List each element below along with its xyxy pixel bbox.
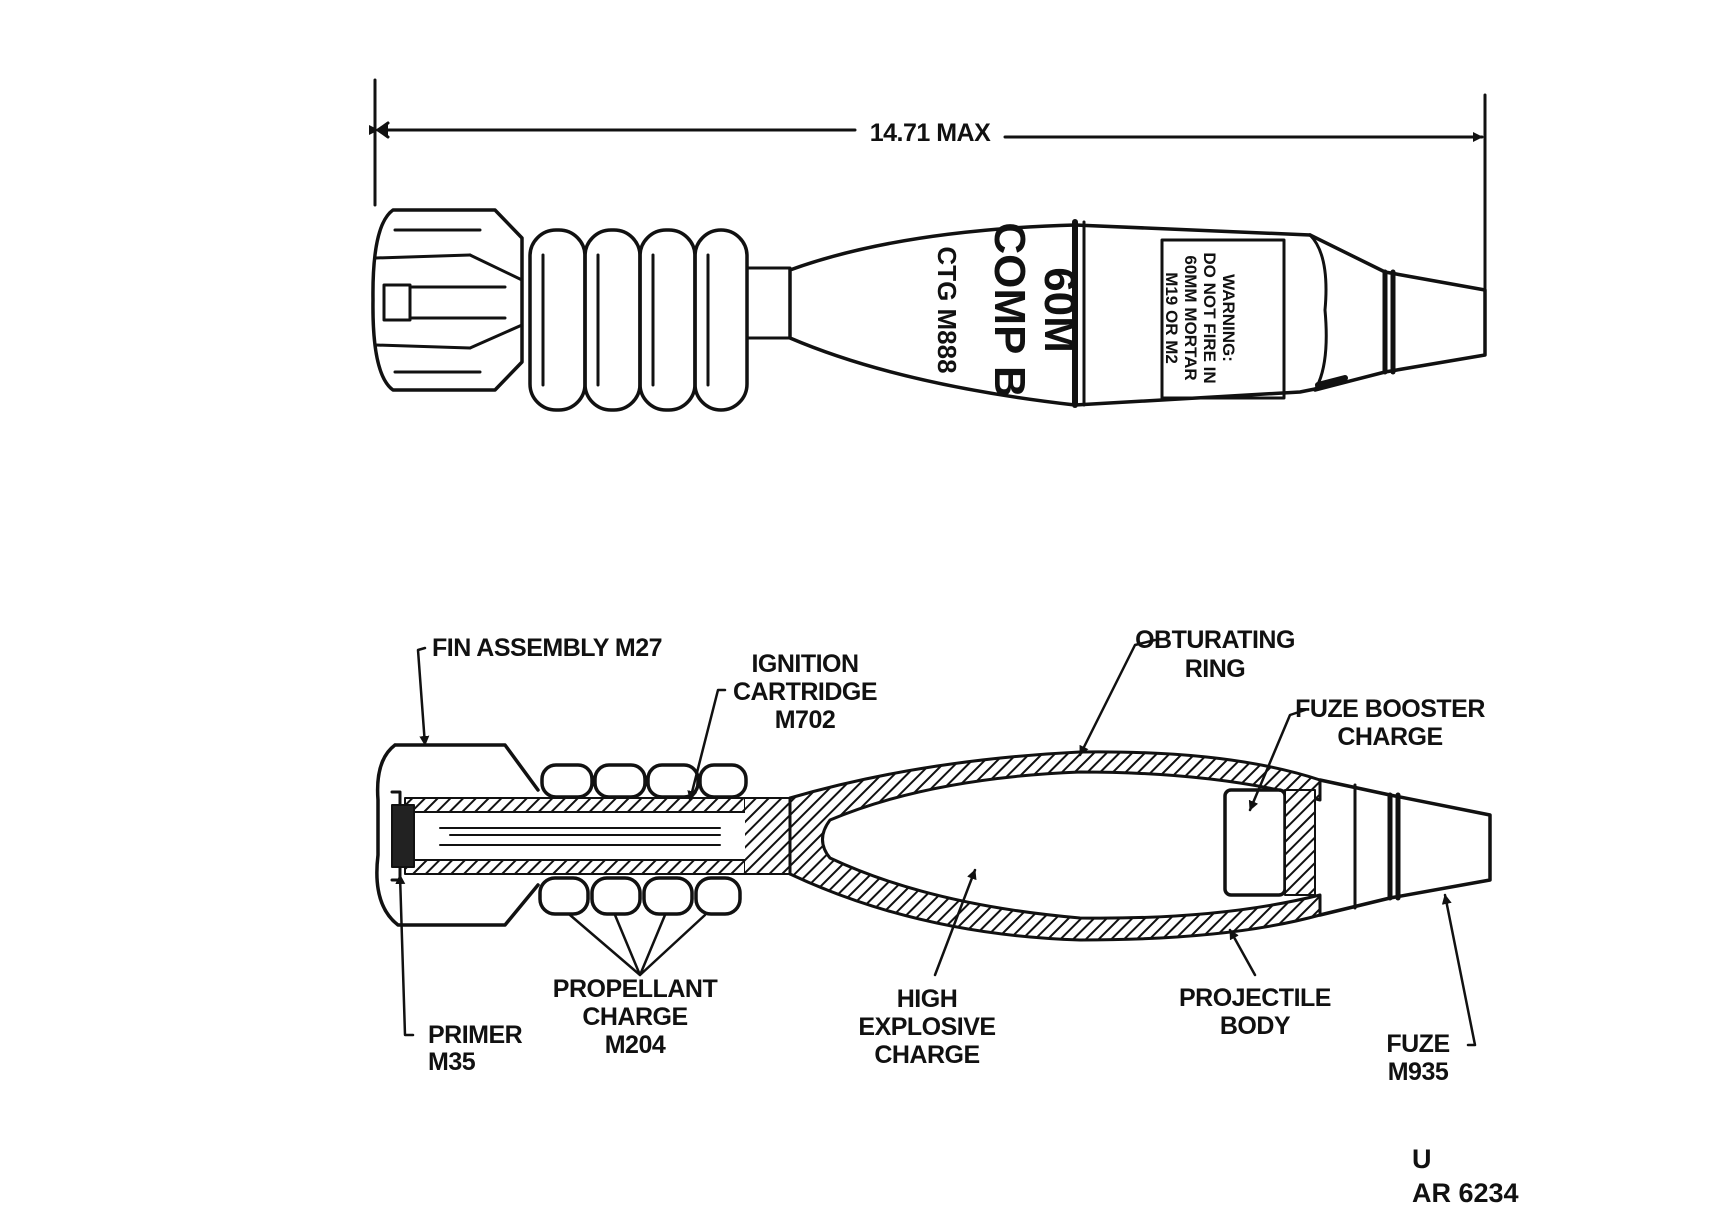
body-marking-caliber: 60M [1035, 267, 1084, 353]
tail-boom-external [745, 266, 792, 340]
dimension-line [369, 78, 1487, 292]
body-warning-box: WARNING: DO NOT FIRE IN 60MM MORTAR M19 … [1162, 252, 1238, 383]
svg-text:FUZE: FUZE [1386, 1030, 1449, 1058]
svg-text:WARNING:: WARNING: [1219, 274, 1238, 362]
cutaway-view [375, 743, 1492, 942]
label-ignition-cartridge: IGNITION CARTRIDGE M702 [733, 650, 878, 734]
body-marking-cartridge: CTG M888 [932, 246, 962, 373]
svg-text:CHARGE: CHARGE [1337, 723, 1442, 751]
leader-lines [395, 638, 1477, 1047]
fuze-booster-cutaway [1223, 788, 1316, 897]
svg-text:RING: RING [1185, 655, 1246, 683]
svg-text:CTG M888: CTG M888 [932, 246, 962, 373]
svg-text:M204: M204 [605, 1031, 666, 1059]
label-fin-assembly: FIN ASSEMBLY M27 [432, 634, 662, 662]
fuze-cutaway [1318, 778, 1492, 917]
svg-text:PROJECTILE: PROJECTILE [1179, 984, 1331, 1012]
svg-text:60M: 60M [1035, 267, 1084, 353]
svg-text:AR 6234: AR 6234 [1412, 1178, 1519, 1208]
svg-text:60MM MORTAR: 60MM MORTAR [1181, 255, 1200, 380]
svg-text:FUZE BOOSTER: FUZE BOOSTER [1295, 695, 1485, 723]
svg-text:PRIMER: PRIMER [428, 1021, 523, 1049]
projectile-body-cutaway [788, 750, 1322, 942]
body-marking-fill: COMP B [985, 222, 1034, 397]
label-high-explosive: HIGH EXPLOSIVE CHARGE [858, 985, 996, 1069]
svg-text:PROPELLANT: PROPELLANT [553, 975, 718, 1003]
fin-assembly-external [371, 208, 524, 392]
leader-projectile-body [1228, 928, 1257, 977]
propellant-rings-external [528, 228, 749, 412]
svg-text:M35: M35 [428, 1048, 476, 1076]
label-obturating-ring: OBTURATING RING [1135, 626, 1295, 683]
dimension-label: 14.71 MAX [870, 119, 991, 147]
svg-text:CARTRIDGE: CARTRIDGE [733, 678, 877, 706]
external-view [371, 208, 1487, 412]
svg-text:OBTURATING: OBTURATING [1135, 626, 1295, 654]
svg-text:IGNITION: IGNITION [751, 650, 858, 678]
svg-text:HIGH: HIGH [897, 985, 958, 1013]
label-propellant: PROPELLANT CHARGE M204 [553, 975, 718, 1059]
label-primer: PRIMER M35 [428, 1021, 523, 1076]
figure-code: U AR 6234 [1412, 1144, 1519, 1208]
svg-text:M935: M935 [1388, 1058, 1449, 1086]
leader-fuze-booster [1248, 708, 1307, 812]
label-fuze-booster: FUZE BOOSTER CHARGE [1295, 695, 1486, 751]
leader-high-explosive [933, 868, 977, 977]
svg-text:U: U [1412, 1144, 1432, 1174]
tail-tube-cutaway [391, 797, 791, 875]
leader-fin-assembly [416, 646, 430, 747]
leader-ignition-cartridge [687, 688, 727, 802]
propellant-rings-cutaway [538, 763, 748, 916]
projectile-body-external [788, 219, 1322, 408]
leader-fuze [1441, 893, 1477, 1047]
svg-text:DO NOT FIRE IN: DO NOT FIRE IN [1200, 252, 1219, 383]
svg-text:CHARGE: CHARGE [874, 1041, 979, 1069]
label-fuze: FUZE M935 [1386, 1030, 1450, 1086]
svg-text:BODY: BODY [1220, 1012, 1291, 1040]
svg-text:EXPLOSIVE: EXPLOSIVE [858, 1013, 995, 1041]
fuze-external [1308, 233, 1487, 392]
leader-primer [395, 873, 415, 1037]
svg-text:COMP B: COMP B [985, 222, 1034, 397]
leader-obturating-ring [1078, 638, 1157, 757]
svg-text:M19 OR M2: M19 OR M2 [1162, 272, 1181, 364]
svg-text:M702: M702 [775, 706, 836, 734]
leader-propellant [568, 913, 707, 977]
label-projectile-body: PROJECTILE BODY [1179, 984, 1331, 1040]
svg-text:CHARGE: CHARGE [582, 1003, 687, 1031]
